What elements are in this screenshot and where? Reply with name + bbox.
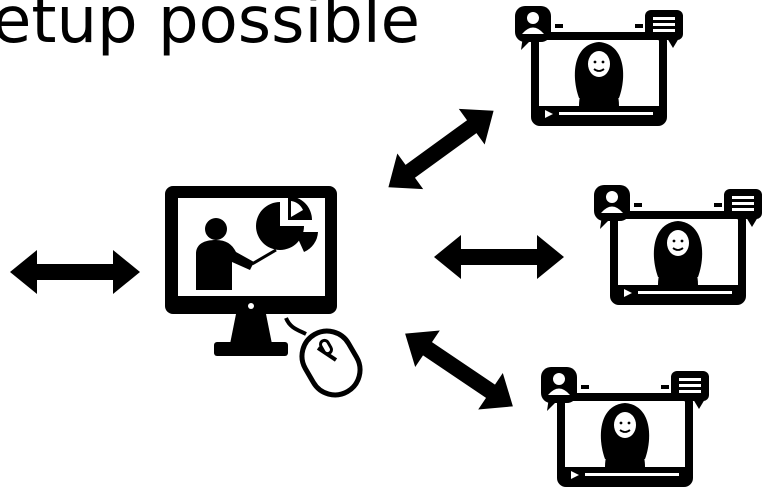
double-arrow-icon <box>434 235 564 279</box>
diagram-title: etup possible <box>0 0 420 58</box>
presenter-monitor-icon <box>165 186 337 356</box>
double-arrow-icon <box>392 315 526 425</box>
video-call-participant-icon <box>594 185 762 301</box>
double-arrow-icon <box>10 250 140 294</box>
computer-mouse-icon <box>284 317 363 398</box>
video-call-participant-icon <box>515 6 683 122</box>
video-call-participant-icon <box>541 367 709 483</box>
double-arrow-icon <box>375 92 507 206</box>
